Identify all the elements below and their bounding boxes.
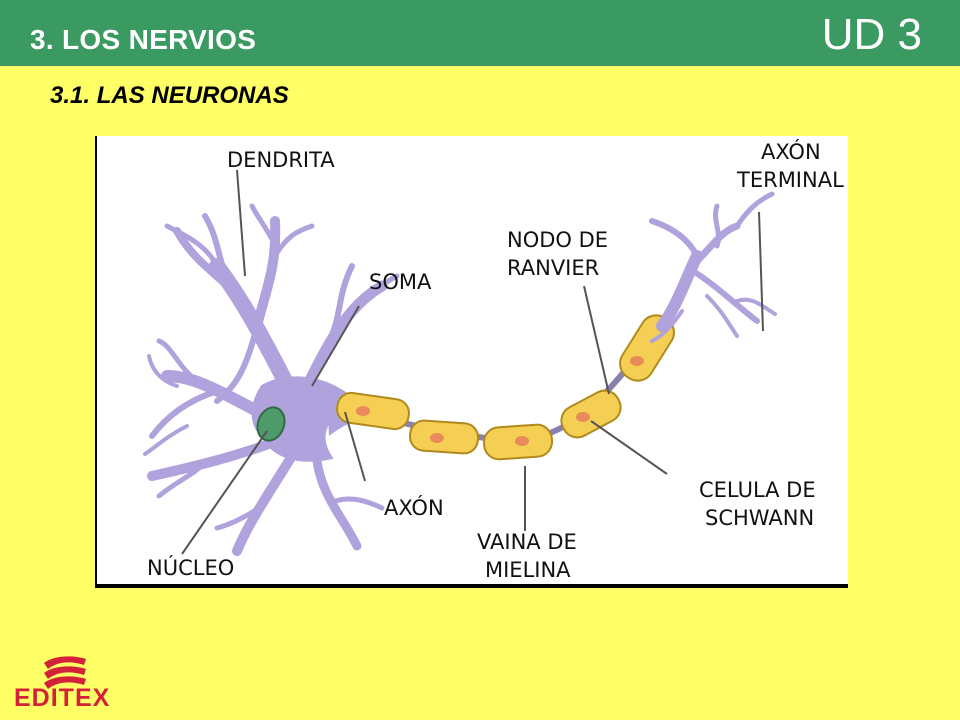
label-nodo-line2: RANVIER (507, 256, 600, 280)
header-bar: 3. LOS NERVIOS UD 3 (0, 0, 960, 66)
label-vaina-line1: VAINA DE (477, 530, 577, 554)
label-dendrita: DENDRITA (227, 148, 335, 172)
unit-label: UD 3 (821, 10, 922, 59)
schwann-nuclei (356, 356, 644, 446)
nucleus (256, 406, 286, 442)
editex-logo-icon (44, 656, 86, 689)
subsection-title: 3.1. LAS NEURONAS (50, 82, 289, 109)
label-axon-terminal-line2: TERMINAL (737, 168, 844, 192)
label-vaina-line2: MIELINA (485, 558, 571, 582)
label-soma: SOMA (369, 270, 432, 294)
myelin-sheaths (336, 314, 675, 461)
axon-terminal (649, 191, 777, 343)
label-celula-line2: SCHWANN (705, 506, 815, 530)
dendrites (143, 203, 400, 556)
label-celula-line1: CELULA DE (699, 478, 816, 502)
label-nucleo: NÚCLEO (147, 556, 235, 580)
label-axon-terminal-line1: AXÓN (761, 140, 821, 164)
editex-logo-text: EDITEX (14, 684, 111, 712)
neuron-illustration (143, 169, 777, 556)
section-title: 3. LOS NERVIOS (30, 24, 257, 55)
pointer-lines (181, 169, 764, 555)
neuron-diagram: DENDRITA AXÓN TERMINAL NODO DE RANVIER S… (95, 136, 848, 588)
label-nodo-line1: NODO DE (507, 228, 609, 252)
label-axon: AXÓN (384, 496, 444, 520)
